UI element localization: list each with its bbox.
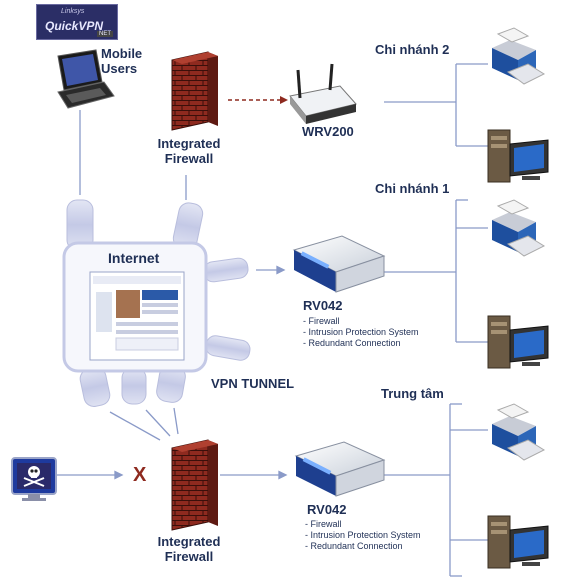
feature-item: - Intrusion Protection System (303, 327, 419, 337)
feature-item: - Firewall (305, 519, 342, 529)
branch1-label: Chi nhánh 1 (375, 181, 450, 196)
computer-icon-branch1 (487, 315, 549, 369)
tunnel-right-upper (203, 257, 249, 283)
laptop-icon (57, 49, 115, 109)
logo-brand: Linksys (61, 8, 85, 15)
firewall-top-icon (171, 51, 218, 131)
printer-icon-hq (492, 403, 546, 461)
branch2-label: Chi nhánh 2 (375, 42, 450, 57)
vpn-tunnels (66, 199, 251, 407)
feature-item: - Intrusion Protection System (305, 530, 421, 540)
computer-icon-branch2 (487, 129, 549, 183)
printer-icon-branch2 (492, 27, 546, 85)
internet-label: Internet (108, 250, 160, 266)
firewall-bottom-icon (171, 439, 218, 531)
wrv200-label: WRV200 (302, 124, 354, 139)
hq-label: Trung tâm (381, 386, 444, 401)
computer-icon-hq (487, 515, 549, 569)
quickvpn-logo: Linksys QuickVPN NET (36, 4, 118, 40)
web-photo (116, 290, 140, 318)
vpn-tunnel-label: VPN TUNNEL (211, 376, 295, 391)
printer-icon-branch1 (492, 199, 546, 257)
firewall-bottom-label: Integrated Firewall (157, 534, 221, 564)
tunnel-right-lower (205, 335, 251, 361)
rv042-top-label: RV042 (303, 298, 343, 313)
feature-item: - Firewall (303, 316, 340, 326)
tunnel-bottom-2 (121, 367, 147, 405)
rv042-bottom-features: - Firewall - Intrusion Protection System… (305, 519, 421, 552)
rv042-bottom-router-icon (294, 441, 386, 497)
rv042-top-features: - Firewall - Intrusion Protection System… (303, 316, 419, 349)
blocked-x-mark: X (133, 464, 147, 486)
connection-lines (79, 63, 488, 577)
feature-item: - Redundant Connection (303, 338, 401, 348)
firewall-top-label: Integrated Firewall (157, 136, 221, 166)
logo-tag: NET (97, 31, 113, 37)
hacker-monitor-icon (11, 457, 57, 501)
mobile-users-label: Mobile Users (101, 46, 143, 76)
feature-item: - Redundant Connection (305, 541, 403, 551)
rv042-bottom-label: RV042 (307, 502, 347, 517)
wrv200-router-icon (289, 63, 357, 124)
logo-title: QuickVPN (45, 19, 104, 33)
rv042-top-router-icon (292, 235, 386, 293)
